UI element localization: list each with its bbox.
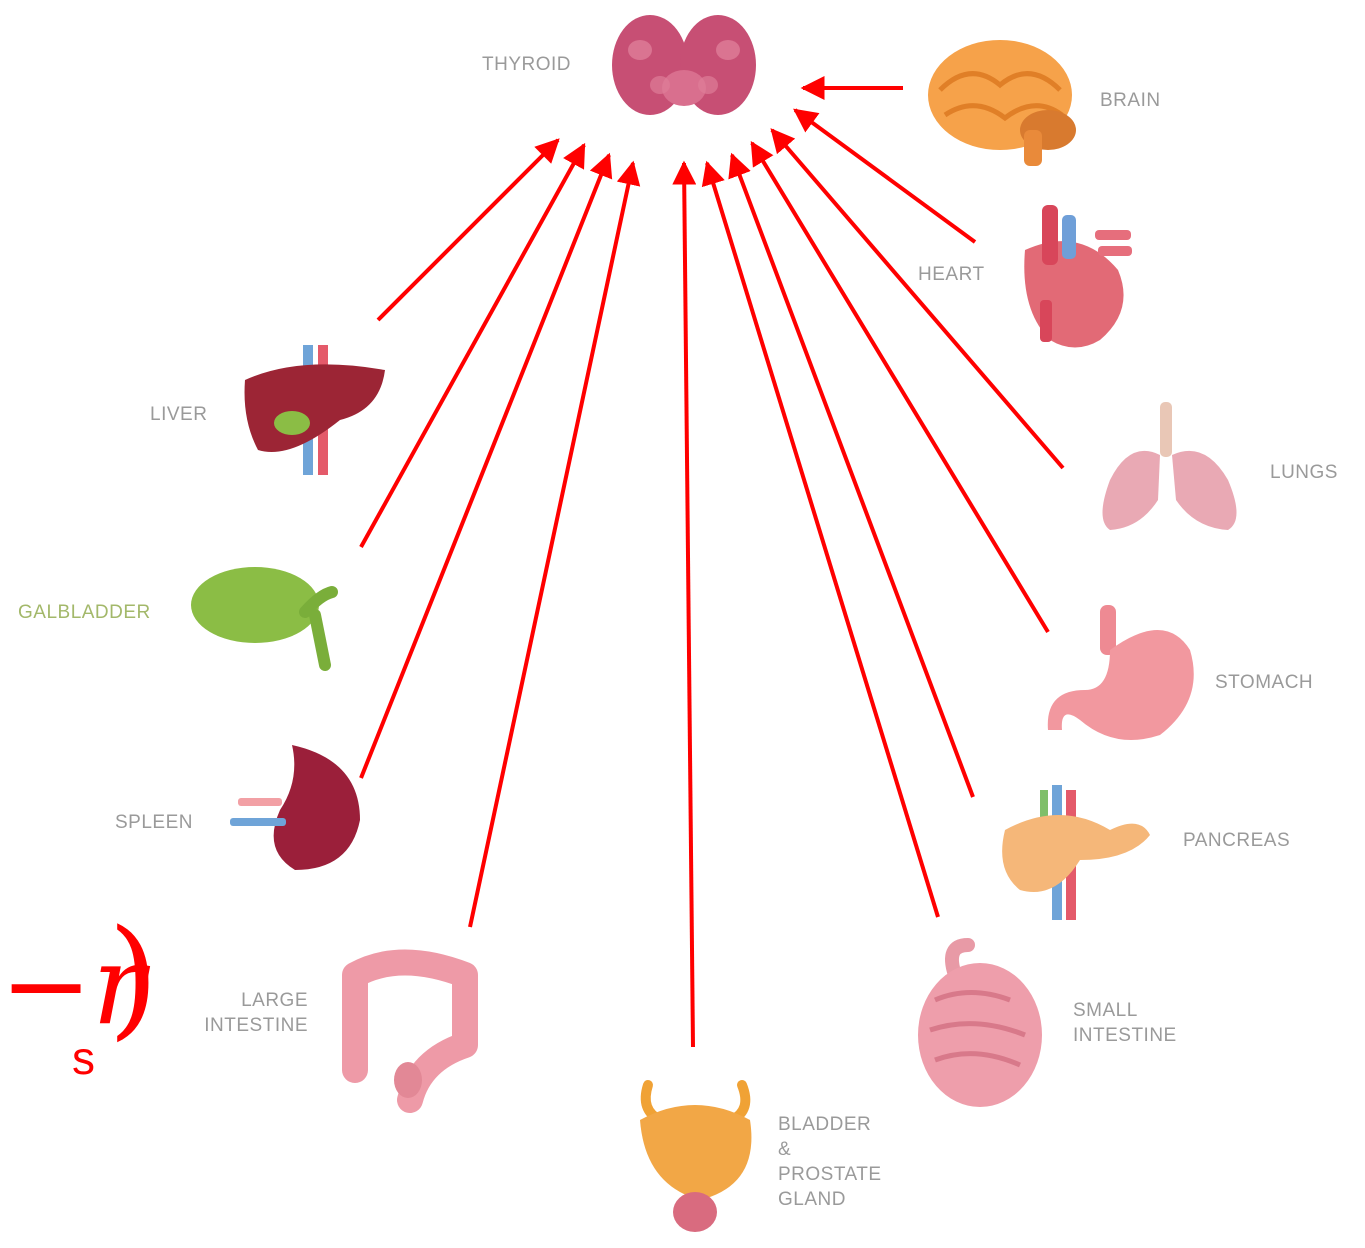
stomach-illustration [1048,605,1194,740]
arrow-gallbladder-to-thyroid [361,145,584,547]
liver-illustration [245,345,385,475]
arrow-liver-to-thyroid [378,140,558,320]
arrow-bladder-to-thyroid [684,163,693,1047]
arrow-stomach-to-thyroid [752,143,1048,632]
arrows [361,88,1063,1047]
large-intestine-illustration [355,963,465,1101]
small-intestine-illustration [918,945,1042,1107]
label-lungs: LUNGS [1270,460,1338,485]
brain-illustration [928,40,1076,166]
formula-paren: ) [108,912,159,1042]
arrow-large-intestine-to-thyroid [470,163,633,927]
arrow-small-intestine-to-thyroid [707,163,938,917]
lungs-illustration [1103,402,1237,530]
thyroid-illustration [612,15,756,115]
arrow-pancreas-to-thyroid [732,155,973,797]
label-stomach: STOMACH [1215,670,1313,695]
gallbladder-illustration [191,567,332,665]
formula-fragment: −r s ) [0,0,200,1248]
arrow-spleen-to-thyroid [361,155,609,778]
label-pancreas: PANCREAS [1183,828,1290,853]
label-small-intestine: SMALL INTESTINE [1073,998,1177,1048]
label-heart: HEART [918,262,985,287]
label-large-intestine: LARGE INTESTINE [192,988,308,1038]
label-thyroid: THYROID [482,52,571,77]
spleen-illustration [230,745,360,870]
bladder-illustration [640,1085,751,1232]
label-bladder: BLADDER & PROSTATE GLAND [778,1112,882,1212]
pancreas-illustration [1002,785,1150,920]
formula-subscript: s [72,1035,95,1081]
label-brain: BRAIN [1100,88,1161,113]
heart-illustration [1024,205,1132,348]
